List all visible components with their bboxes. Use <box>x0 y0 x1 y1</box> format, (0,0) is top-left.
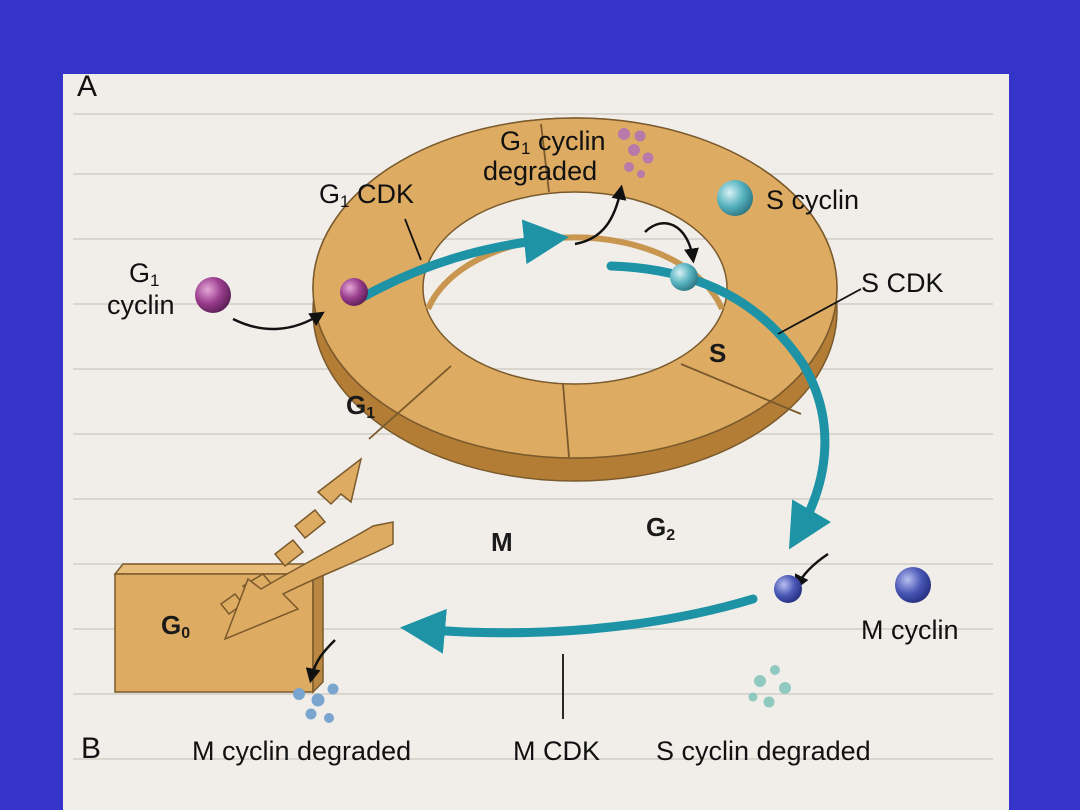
stage-g2: G2 <box>646 512 676 544</box>
label-m-cyclin: M cyclin <box>861 615 959 645</box>
s-cdk-molecule-icon <box>670 263 698 291</box>
label-g1-cyclin: G1 <box>129 258 160 290</box>
m-cyclin-molecule-icon <box>895 567 931 603</box>
g0-exit-arrow <box>223 521 394 641</box>
stage-m: M <box>491 527 513 557</box>
degraded-fragments-icon <box>293 128 791 723</box>
stage-g0: G0 <box>161 610 191 642</box>
stage-g1: G1 <box>346 390 376 422</box>
figure-panel: A B G1 cyclin degraded G1 CDK S cyclin S… <box>63 74 1009 810</box>
g1-cyclin-molecule-icon <box>195 277 231 313</box>
stage-s: S <box>709 338 727 368</box>
panel-letter-b: B <box>81 732 102 765</box>
label-degraded: degraded <box>483 156 598 186</box>
leader-lines <box>404 218 862 719</box>
label-s-cdk: S CDK <box>861 268 944 298</box>
cell-cycle-diagram <box>73 113 993 760</box>
panel-letter-a: A <box>77 74 98 103</box>
g1-cdk-molecule-icon <box>340 278 368 306</box>
cell-cycle-ring <box>312 117 838 482</box>
label-g1-cdk: G1 CDK <box>319 179 415 211</box>
label-g1-cyclin-degraded: G1 cyclin <box>500 126 606 158</box>
label-m-cyclin-degraded: M cyclin degraded <box>192 736 412 766</box>
label-s-cyclin-degraded: S cyclin degraded <box>656 736 871 766</box>
label-m-cdk: M CDK <box>513 736 600 766</box>
label-s-cyclin: S cyclin <box>766 185 860 215</box>
m-cdk-molecule-icon <box>774 575 802 603</box>
s-cyclin-molecule-icon <box>717 180 753 216</box>
g0-return-arrow <box>219 457 363 616</box>
label-cyclin: cyclin <box>107 290 175 320</box>
